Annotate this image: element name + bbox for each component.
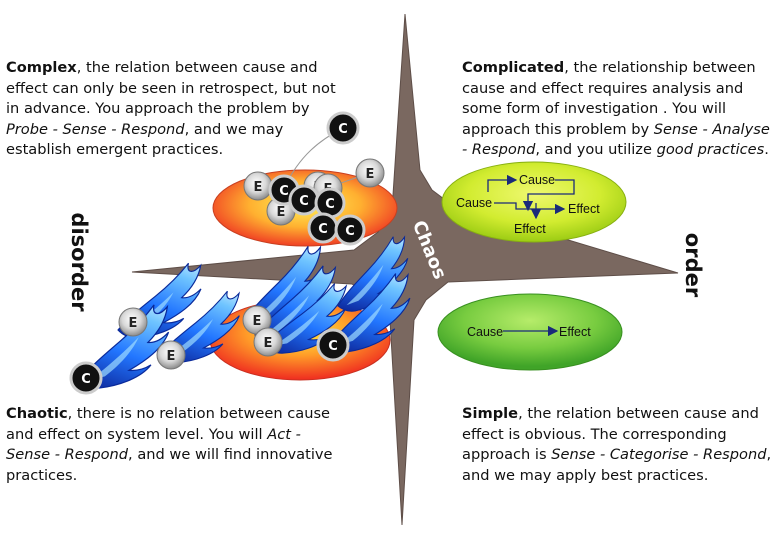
svg-text:E: E	[129, 316, 138, 331]
svg-text:C: C	[345, 224, 355, 239]
svg-text:C: C	[81, 372, 91, 387]
effect-token: E	[355, 158, 385, 188]
svg-text:C: C	[299, 194, 309, 209]
complex-tokens: E E E E E C C C C C C	[243, 111, 385, 246]
simple-text-2: , and we may apply best practices.	[462, 446, 772, 484]
effect-token: E	[243, 171, 273, 201]
simple-cause-label: Cause	[467, 325, 503, 339]
simple-description: Simple, the relation between cause and e…	[462, 404, 774, 486]
cause-token: C	[307, 212, 339, 244]
complex-description: Complex, the relation between cause and …	[6, 58, 351, 161]
cause-left-label: Cause	[456, 196, 492, 210]
complicated-text-3: .	[764, 141, 769, 158]
svg-text:E: E	[253, 314, 262, 329]
effect-token: E	[118, 307, 148, 337]
effect-right-label: Effect	[568, 202, 600, 216]
svg-text:E: E	[167, 349, 176, 364]
effect-bottom-label: Effect	[514, 222, 546, 236]
svg-text:E: E	[277, 205, 286, 220]
arrow-to-cause-top	[487, 174, 518, 192]
svg-text:C: C	[328, 339, 338, 354]
cause-top-label: Cause	[519, 173, 555, 187]
complicated-method: Sense - Analyse - Respond	[462, 120, 770, 159]
cause-token: C	[316, 328, 350, 362]
chaotic-description: Chaotic, there is no relation between ca…	[6, 404, 341, 486]
cause-token: C	[334, 214, 366, 246]
complicated-description: Complicated, the relationship between ca…	[462, 58, 774, 161]
svg-text:E: E	[254, 180, 263, 195]
chaotic-text-1: , there is no relation between cause and…	[6, 405, 331, 443]
complicated-cause-effect-diagram: Cause Cause Effect Effect	[456, 173, 600, 236]
chaotic-text-2: , and we will find innovative practices.	[6, 446, 333, 484]
complicated-practice: good practices	[656, 141, 765, 158]
svg-text:E: E	[366, 167, 375, 182]
chaotic-tokens: E E E E C C	[69, 305, 350, 395]
chaos-star-shape	[131, 13, 679, 526]
svg-text:E: E	[264, 336, 273, 351]
complicated-text-2: , and you utilize	[535, 141, 657, 158]
cause-token: C	[288, 184, 320, 216]
disorder-label: disorder	[67, 212, 91, 312]
effect-token: E	[156, 340, 186, 370]
simple-ellipse	[437, 293, 623, 371]
svg-text:C: C	[279, 184, 289, 199]
complicated-title: Complicated	[462, 59, 565, 76]
order-label: order	[681, 233, 705, 298]
simple-title: Simple	[462, 405, 519, 422]
svg-text:C: C	[338, 122, 348, 137]
svg-text:C: C	[325, 197, 335, 212]
arrow-top-loop	[522, 179, 575, 212]
complex-text-1: , the relation between cause and effect …	[6, 59, 336, 117]
cause-token: C	[326, 111, 360, 145]
complex-method: Probe - Sense - Respond	[6, 120, 185, 138]
simple-method: Sense - Categorise - Respond	[551, 446, 767, 463]
chaotic-title: Chaotic	[6, 405, 68, 422]
complex-title: Complex	[6, 59, 77, 76]
simple-cause-effect-diagram: Cause Effect	[467, 325, 591, 339]
chaotic-method: Act - Sense - Respond	[6, 425, 301, 464]
complicated-text-1: , the relationship between cause and eff…	[462, 59, 756, 138]
cause-token: C	[69, 361, 103, 395]
simple-text-1: , the relation between cause and effect …	[462, 405, 759, 463]
simple-effect-label: Effect	[559, 325, 591, 339]
svg-text:C: C	[318, 222, 328, 237]
complex-text-2: , and we may establish emergent practice…	[6, 120, 284, 159]
effect-token: E	[253, 327, 283, 357]
